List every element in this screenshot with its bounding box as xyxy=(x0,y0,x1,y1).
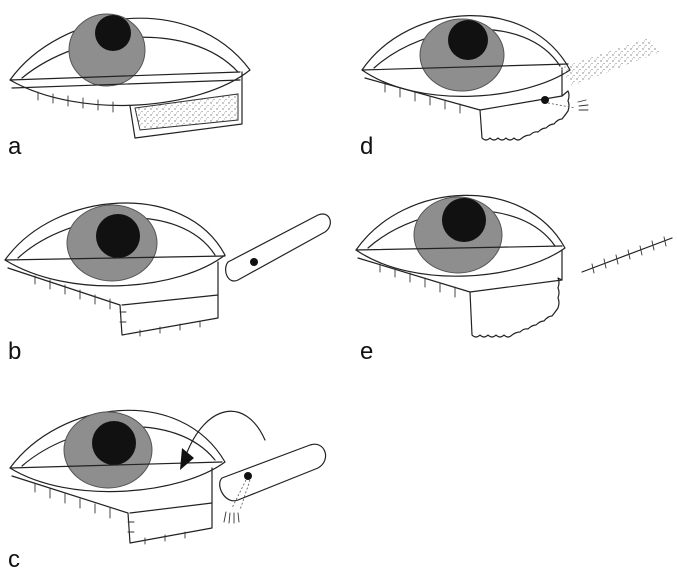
panel-b-pupil xyxy=(96,214,140,258)
panel-label-b: b xyxy=(8,338,22,365)
panel-d-donor-site xyxy=(560,38,660,86)
panel-label-e: e xyxy=(360,338,374,365)
panel-e-pupil xyxy=(442,198,486,242)
panel-c-rotation-arrow xyxy=(185,410,266,456)
panel-a-defect xyxy=(134,93,239,131)
panel-d-pupil xyxy=(448,20,488,60)
panel-a-pupil xyxy=(95,15,131,51)
panel-d-pedicle-dot xyxy=(541,96,549,104)
panel-label-c: c xyxy=(8,546,20,573)
panel-d-transposed-flap xyxy=(479,90,570,141)
panel-c-pedicle-dot xyxy=(244,472,252,480)
panel-e-drawing xyxy=(355,194,673,338)
panel-e-flap-inset xyxy=(469,277,563,338)
panel-b-drawing xyxy=(4,202,331,337)
panel-d-drawing xyxy=(361,15,660,141)
panel-e-donor-closure xyxy=(581,237,673,273)
panel-label-d: d xyxy=(360,133,374,160)
panel-c-pupil xyxy=(92,421,136,465)
panel-a-drawing xyxy=(9,13,251,139)
panel-c-flap xyxy=(219,443,327,502)
panel-c-arrowhead xyxy=(180,448,194,470)
panel-b-flap xyxy=(225,213,331,282)
panel-b-pedicle-dot xyxy=(250,258,258,266)
panel-label-a: a xyxy=(8,133,22,160)
panel-c-drawing xyxy=(9,409,327,545)
